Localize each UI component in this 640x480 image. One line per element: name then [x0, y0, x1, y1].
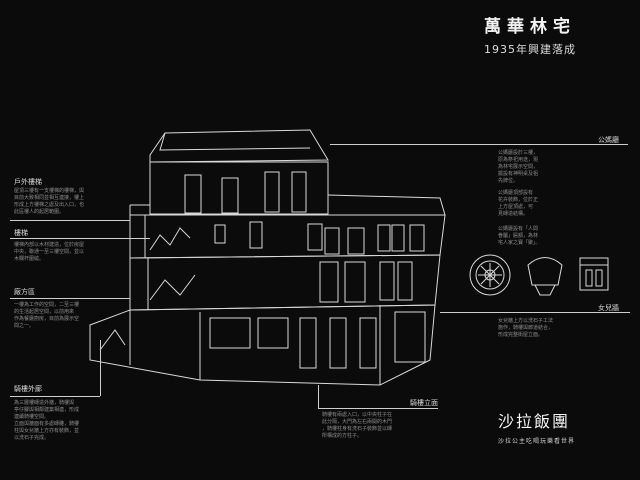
note-facade: 騎樓有兩處入口，以中央柱子在此分隔，大門為左右兩開的木門，騎樓柱身有洗石子裝飾並… [322, 412, 393, 439]
note-arcade: 為三層樓磚造外牆，騎樓與亭仔腳與相鄰建築相連，形成連續騎樓空間。立面與牆面有多處… [14, 400, 80, 441]
note-ancestral-hall-c: 公媽廳設有「人間眷屬」匾額，為林宅人家之寶「聚」。 [498, 226, 541, 246]
page-title: 萬華林宅 [484, 17, 576, 37]
note-ancestral-hall-a: 公媽廳設於三樓，原為祭祀用途，現為林宅展示空間，擺設有神明桌及祖先牌位。 [498, 150, 539, 184]
page-subtitle: 1935年興建落成 [484, 43, 576, 56]
label-arcade: 騎樓外廊 [14, 385, 42, 393]
leader-line-factory [10, 298, 130, 299]
leader-line-facade-v [318, 385, 319, 408]
label-factory-area: 廠方區 [14, 288, 35, 296]
note-parapet: 女兒牆上方以洗石子工法施作，騎樓與廊道結合，形成完整街屋立面。 [498, 318, 554, 338]
leader-line-facade [318, 408, 438, 409]
label-parapet: 女兒牆 [598, 304, 619, 312]
label-ancestral-hall: 公媽廳 [598, 136, 619, 144]
note-outdoor-stair: 屋頂三樓有一支樓梯的樓梯，與目前大致相同並相互連接，樓上形成上方樓梯之處及出入口… [14, 188, 85, 215]
watermark-sub: 沙拉公主吃喝玩樂看世界 [498, 438, 576, 445]
watermark-main: 沙拉飯團 [498, 412, 571, 431]
leader-line-parapet [440, 312, 630, 313]
leader-line-ancestral-hall [330, 144, 628, 145]
label-stair: 樓梯 [14, 229, 28, 237]
label-facade: 騎樓立面 [410, 399, 438, 407]
title-block: 萬華林宅 1935年興建落成 [455, 12, 605, 57]
leader-line-arcade [10, 396, 100, 397]
note-ancestral-hall-b: 公媽廳頂部設有花卉裝飾，位於正上方屋頂處，可見磚造結構。 [498, 190, 539, 217]
note-stair: 樓梯內部以木材建造，位於房屋中央，聯通一至三樓空間，並以木欄杆圍繞。 [14, 242, 85, 262]
leader-line-outdoor-stair [10, 220, 130, 221]
watermark: 沙拉飯團 沙拉公主吃喝玩樂看世界 [498, 408, 575, 445]
note-factory-area: 一樓為工作的空間，二至三樓的生活起居空間，以前用來作為餐廳廚房，目前為展示空間之… [14, 302, 80, 329]
leader-line-arcade-v [100, 340, 101, 396]
leader-line-stair [10, 238, 150, 239]
label-outdoor-stair: 戶外樓梯 [14, 178, 42, 186]
